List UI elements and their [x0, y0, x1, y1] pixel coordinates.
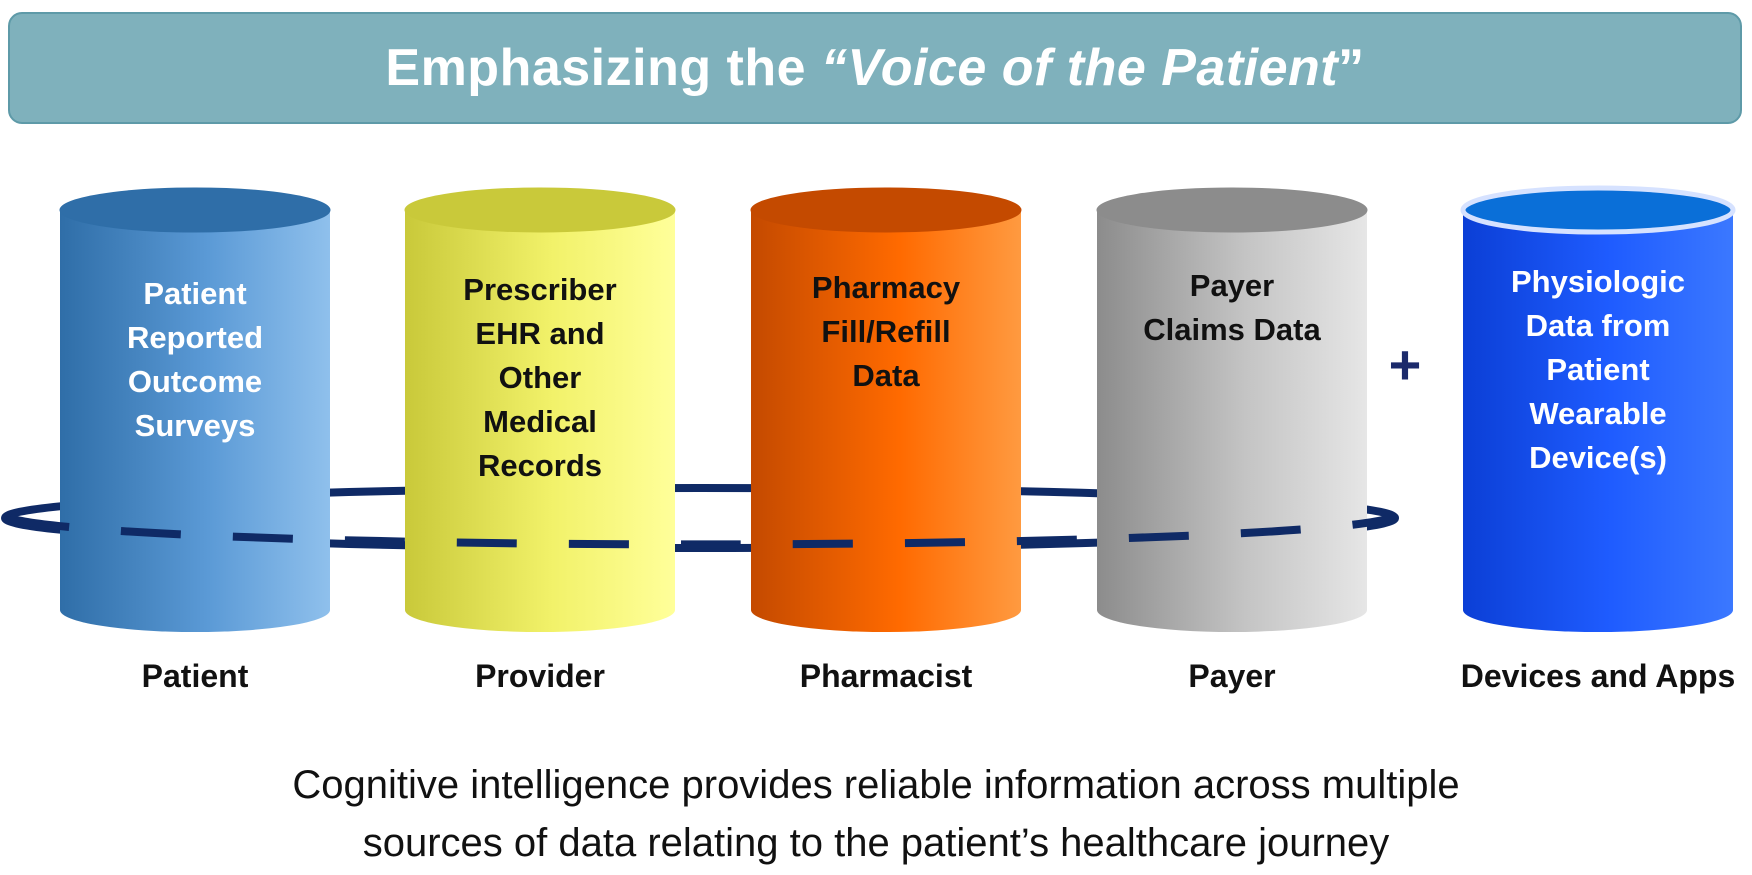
cylinder-top — [750, 187, 1022, 233]
cylinder-label-provider: Provider — [475, 658, 605, 694]
caption-line-1: Cognitive intelligence provides reliable… — [292, 763, 1460, 807]
cylinder-body — [60, 210, 330, 632]
cylinder-top — [1096, 187, 1368, 233]
cylinder-body — [751, 210, 1021, 632]
cylinder-top — [59, 187, 331, 233]
cylinder-pharmacist — [750, 187, 1022, 632]
ring-front — [8, 514, 1392, 549]
cylinder-devices — [1460, 185, 1736, 632]
title-quote-close: ” — [1338, 39, 1365, 97]
cylinder-body — [1463, 210, 1733, 632]
cylinder-label-devices: Devices and Apps — [1460, 658, 1736, 694]
title-text: Emphasizing the “Voice of the Patient” — [385, 38, 1364, 98]
cylinder-text-provider: Prescriber EHR and Other Medical Records — [463, 272, 617, 483]
plus-sign: + — [1388, 333, 1422, 396]
title-prefix: Emphasizing the — [385, 39, 807, 97]
cylinder-label-pharmacist: Pharmacist — [799, 658, 973, 694]
cylinders — [59, 185, 1736, 632]
cylinder-body — [405, 210, 675, 632]
cylinder-text-pharmacist: Pharmacy Fill/Refill Data — [811, 270, 961, 393]
caption-line-2: sources of data relating to the patient’… — [362, 821, 1390, 865]
cylinder-payer — [1096, 187, 1368, 632]
ring-front-dashes — [8, 514, 1392, 549]
cylinder-label-patient: Patient — [141, 658, 249, 694]
cylinder-patient — [59, 187, 331, 632]
cylinder-text-payer: Payer Claims Data — [1143, 268, 1321, 347]
title-emphasis: Voice of the Patient — [847, 39, 1339, 97]
title-banner: Emphasizing the “Voice of the Patient” — [8, 12, 1742, 124]
cylinder-text-devices: Physiologic Data from Patient Wearable D… — [1511, 264, 1685, 475]
cylinder-label-payer: Payer — [1188, 658, 1276, 694]
cylinder-top — [1460, 185, 1736, 235]
cylinder-top — [404, 187, 676, 233]
cylinder-text-patient: Patient Reported Outcome Surveys — [126, 276, 264, 443]
caption: Cognitive intelligence provides reliable… — [0, 756, 1752, 872]
cylinder-provider — [404, 187, 676, 632]
title-quote-open: “ — [821, 39, 848, 97]
